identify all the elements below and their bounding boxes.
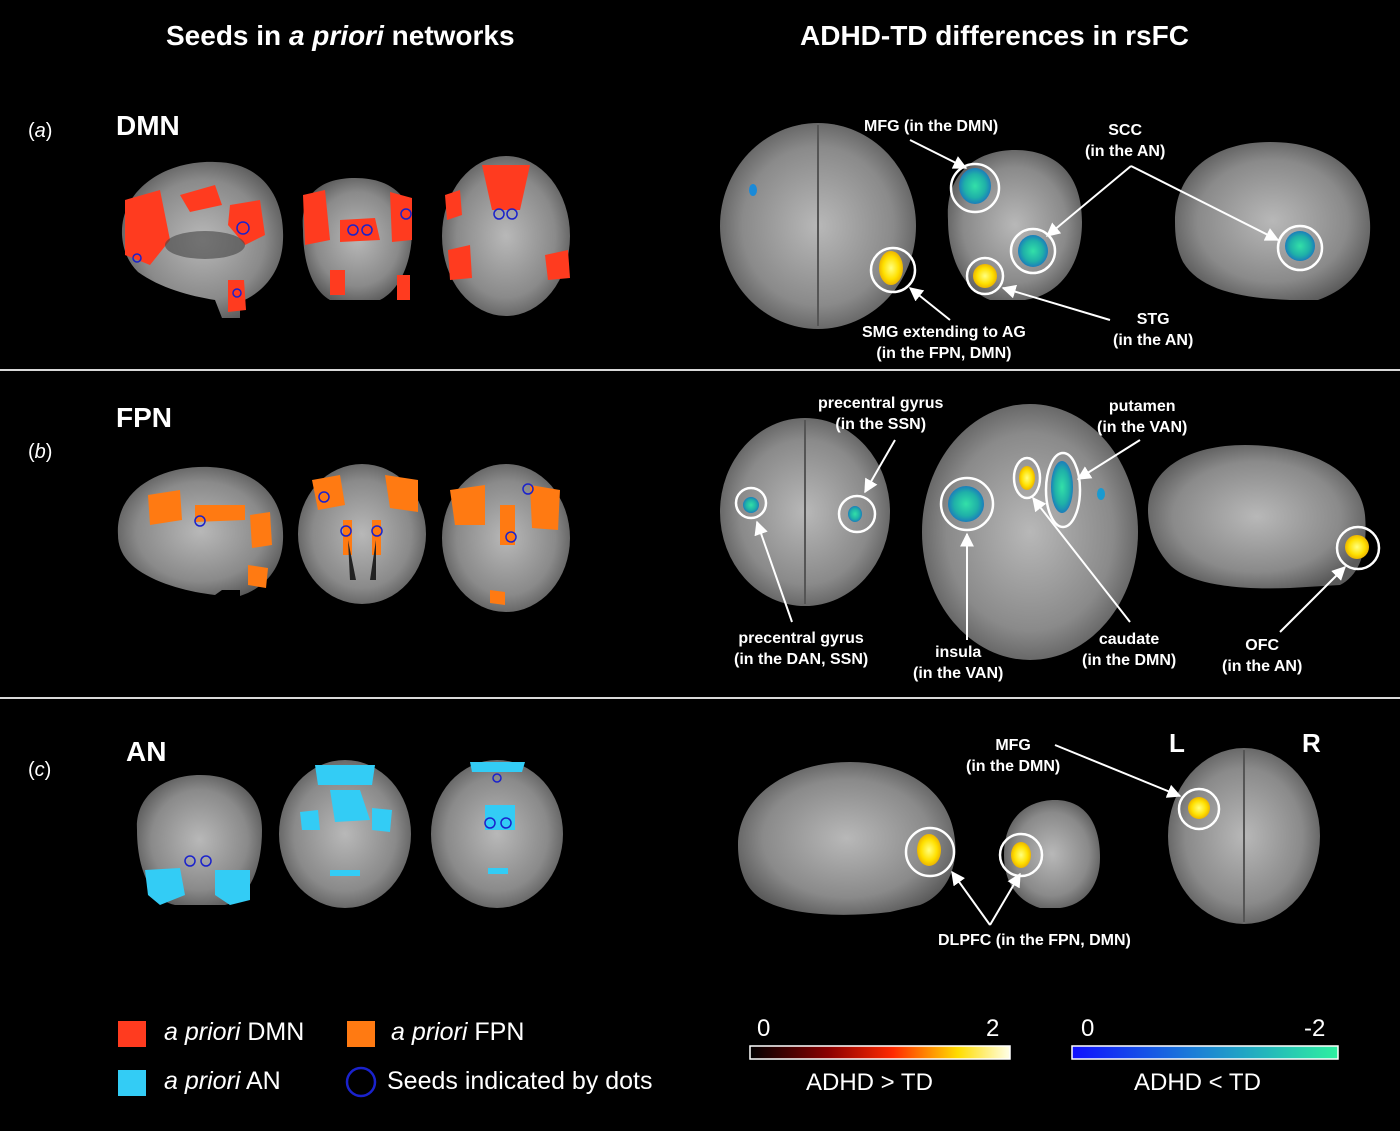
fpn-sagittal-slice bbox=[117, 466, 284, 596]
panel-label-c: (c) bbox=[28, 759, 52, 781]
label-b-insula: insula(in the VAN) bbox=[913, 644, 1004, 682]
an-axial-slice-2 bbox=[431, 760, 563, 908]
fpn-axial-slice-2 bbox=[442, 464, 570, 612]
label-a-scc: SCC(in the AN) bbox=[1085, 122, 1166, 160]
legend-label-an: a priori AN bbox=[164, 1067, 281, 1095]
legend-label-fpn: a priori FPN bbox=[391, 1018, 525, 1046]
dmn-coronal-slice bbox=[302, 178, 412, 300]
b-axial-brain-1 bbox=[720, 418, 890, 606]
a-sagittal-brain bbox=[1175, 142, 1371, 300]
label-b-ofc: OFC(in the AN) bbox=[1222, 637, 1303, 675]
dmn-axial-slice bbox=[442, 156, 570, 316]
colorbar-neg-max: -2 bbox=[1304, 1015, 1326, 1042]
c-coronal-brain bbox=[998, 800, 1100, 908]
panel-divider-2 bbox=[0, 697, 1400, 699]
a-coronal-brain bbox=[947, 150, 1082, 300]
b-sagittal-brain bbox=[1148, 445, 1381, 589]
colorbar-negative bbox=[1071, 1045, 1339, 1060]
legend-swatch-fpn bbox=[347, 1021, 375, 1047]
label-b-putamen: putamen(in the VAN) bbox=[1097, 398, 1188, 436]
fpn-axial-slice-1 bbox=[298, 464, 426, 604]
colorbar-pos-max: 2 bbox=[986, 1015, 1000, 1042]
right-column-header: ADHD-TD differences in rsFC bbox=[800, 20, 1189, 51]
panel-divider-1 bbox=[0, 369, 1400, 371]
legend-label-dmn: a priori DMN bbox=[164, 1018, 305, 1046]
label-b-caudate: caudate(in the DMN) bbox=[1082, 631, 1177, 669]
network-title-dmn: DMN bbox=[116, 110, 180, 141]
c-axial-brain bbox=[1168, 748, 1320, 924]
colorbar-neg-min: 0 bbox=[1081, 1015, 1095, 1042]
colorbar-neg-label: ADHD < TD bbox=[1134, 1069, 1261, 1096]
legend-swatch-an bbox=[118, 1070, 146, 1096]
colorbar-pos-min: 0 bbox=[757, 1015, 771, 1042]
label-c-dlpfc: DLPFC (in the FPN, DMN) bbox=[938, 932, 1131, 949]
label-b-precentral-dan: precentral gyrus(in the DAN, SSN) bbox=[734, 630, 869, 668]
an-coronal-slice bbox=[136, 775, 262, 905]
a-axial-brain bbox=[720, 123, 917, 329]
panel-label-a: (a) bbox=[28, 120, 53, 142]
colorbar-positive bbox=[749, 1045, 1011, 1060]
hemisphere-right-label: R bbox=[1302, 728, 1321, 758]
label-c-mfg: MFG(in the DMN) bbox=[966, 737, 1061, 775]
c-sagittal-brain bbox=[738, 762, 956, 915]
legend-label-seeds: Seeds indicated by dots bbox=[387, 1067, 653, 1095]
an-axial-slice-1 bbox=[279, 760, 411, 908]
b-axial-brain-2 bbox=[922, 404, 1138, 660]
label-a-stg: STG(in the AN) bbox=[1113, 311, 1194, 349]
label-a-mfg: MFG (in the DMN) bbox=[864, 118, 999, 135]
label-a-smg: SMG extending to AG(in the FPN, DMN) bbox=[862, 324, 1026, 362]
dmn-sagittal-slice bbox=[121, 161, 284, 318]
left-column-header: Seeds in a priori networks bbox=[166, 20, 515, 51]
legend-swatch-dmn bbox=[118, 1021, 146, 1047]
network-title-fpn: FPN bbox=[116, 402, 172, 433]
network-title-an: AN bbox=[126, 736, 167, 767]
seeds-legend-icon bbox=[345, 1066, 377, 1098]
panel-label-b: (b) bbox=[28, 441, 53, 463]
colorbar-pos-label: ADHD > TD bbox=[806, 1069, 933, 1096]
label-b-precentral-ssn: precentral gyrus(in the SSN) bbox=[818, 395, 944, 433]
hemisphere-left-label: L bbox=[1169, 728, 1185, 758]
